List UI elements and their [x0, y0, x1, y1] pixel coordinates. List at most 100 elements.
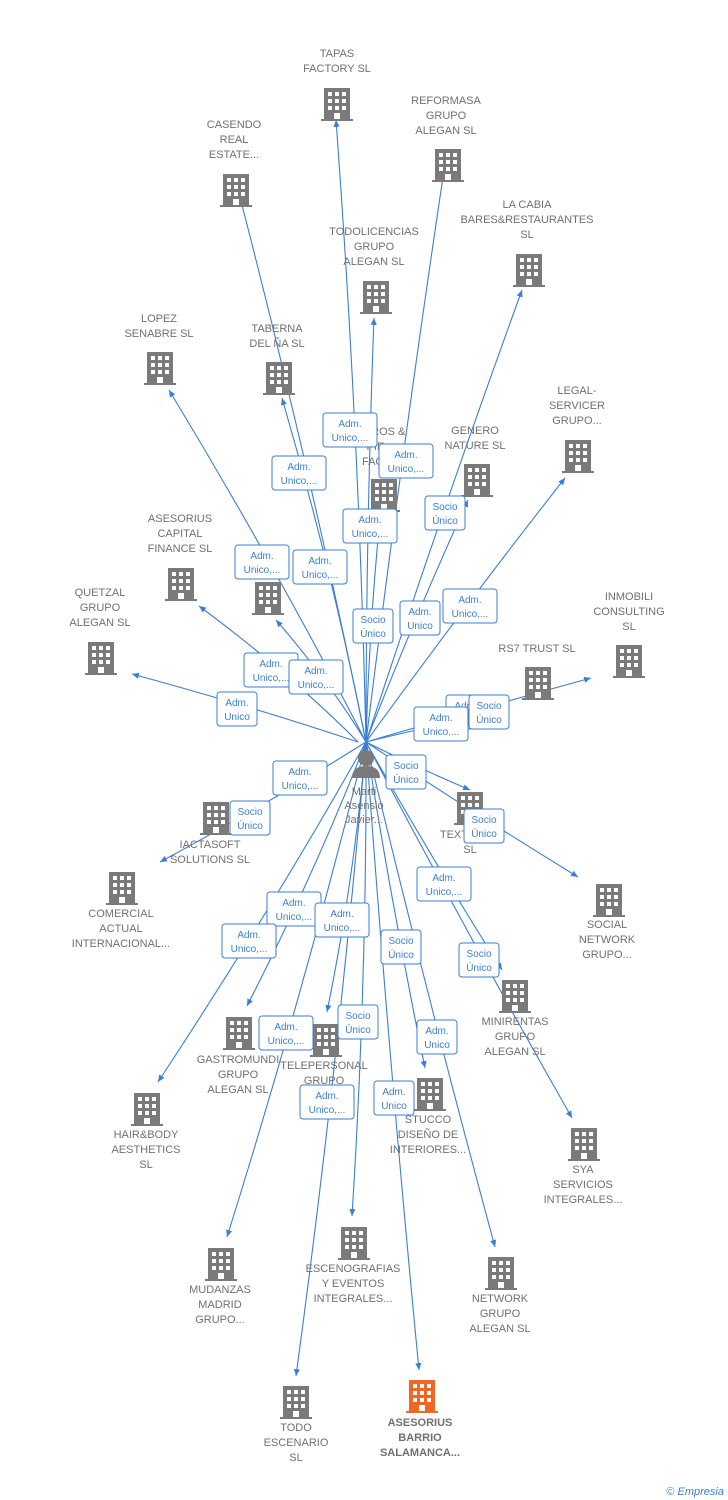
node-label-line: GRUPO: [80, 602, 121, 614]
building-icon: [220, 174, 252, 207]
center-person[interactable]: Marti Asensio Javier...: [344, 750, 384, 826]
relation-badge[interactable]: Adm.Unico,...: [442, 588, 498, 624]
relation-badge[interactable]: Adm.Unico,...: [342, 508, 398, 544]
relation-badge[interactable]: Adm.Unico,...: [288, 659, 344, 695]
building-icon: [414, 1078, 446, 1111]
relation-badge[interactable]: Adm.Unico,...: [292, 549, 348, 585]
relation-badge-text: Unico,...: [426, 887, 463, 898]
node-asesorius_bs[interactable]: ASESORIUSBARRIOSALAMANCA...: [380, 1380, 460, 1459]
relation-badge[interactable]: Adm.Unico,...: [243, 652, 299, 688]
relation-badge[interactable]: Adm. Unico,...: [416, 866, 472, 902]
relation-badge[interactable]: Adm.Unico: [399, 600, 441, 636]
relation-badge[interactable]: Adm.Unico,...: [413, 706, 469, 742]
relation-badge-text: Socio: [237, 807, 262, 818]
relation-badge[interactable]: Adm.Unico,...: [271, 455, 327, 491]
edge-todoesc: [293, 741, 367, 1377]
node-label-line: GASTROMUNDI: [197, 1054, 280, 1066]
brand-logo[interactable]: Empresia: [677, 1486, 724, 1498]
node-label-line: ASESORIUS: [148, 513, 212, 525]
relation-badge-text: Adm.: [458, 595, 481, 606]
relation-badge[interactable]: Adm.Unico,...: [234, 544, 290, 580]
relation-badge-text: Unico,...: [423, 727, 460, 738]
edge-asesorius_bs: [365, 741, 422, 1371]
relation-badge-text: Único: [471, 827, 497, 840]
node-mudanzas[interactable]: MUDANZASMADRIDGRUPO...: [189, 1248, 251, 1326]
relation-badge[interactable]: Adm.Unico: [373, 1080, 415, 1116]
relation-badge[interactable]: Adm.Unico,...: [221, 923, 277, 959]
relation-badge-text: Único: [388, 948, 414, 961]
relation-badge-text: Socio: [471, 815, 496, 826]
relation-badge-text: Unico,...: [332, 433, 369, 444]
relation-badge-text: Adm.: [432, 873, 455, 884]
node-label-line: REAL: [220, 134, 249, 146]
relation-badge-text: Unico,...: [281, 476, 318, 487]
building-icon: [165, 568, 197, 601]
node-label-line: CONSULTING: [593, 606, 664, 618]
edge-sya: [365, 741, 573, 1119]
relation-badge-text: Adm.: [250, 551, 273, 562]
node-label-line: SALAMANCA...: [380, 1447, 460, 1459]
relation-badge[interactable]: Adm.Unico: [416, 1019, 458, 1055]
node-sya[interactable]: SYASERVICIOSINTEGRALES...: [544, 1128, 623, 1206]
relation-badge[interactable]: Adm.Unico: [216, 691, 258, 727]
relation-badge[interactable]: Adm.Unico,...: [322, 412, 378, 448]
relation-badge-text: Unico,...: [253, 673, 290, 684]
node-label-line: ALEGAN SL: [469, 1323, 530, 1335]
node-legal[interactable]: LEGAL-SERVICERGRUPO...: [549, 385, 605, 473]
node-label-line: TODO: [280, 1422, 312, 1434]
node-rs7[interactable]: RS7 TRUST SL: [498, 643, 576, 700]
relation-badge-text: Adm.: [288, 767, 311, 778]
node-unnamed1[interactable]: [252, 582, 284, 615]
node-comercial[interactable]: COMERCIALACTUALINTERNACIONAL...: [72, 872, 170, 950]
node-label-line: HAIR&BODY: [114, 1129, 179, 1141]
building-icon: [106, 872, 138, 905]
node-social[interactable]: SOCIALNETWORKGRUPO...: [579, 884, 636, 961]
relation-badge-text: Adm.: [274, 1022, 297, 1033]
relation-badge[interactable]: Adm.Unico,...: [314, 902, 370, 938]
node-label-line: INTEGRALES...: [544, 1194, 623, 1206]
relation-badge[interactable]: Adm.Unico,...: [266, 891, 322, 927]
building-icon: [263, 362, 295, 395]
node-casendo[interactable]: CASENDOREALESTATE...: [207, 119, 262, 207]
building-icon: [321, 88, 353, 121]
edge-mudanzas: [226, 741, 367, 1238]
relation-badge[interactable]: Adm.Unico,...: [299, 1084, 355, 1120]
relation-badge[interactable]: Adm.Unico,...: [258, 1015, 314, 1051]
relation-badge[interactable]: Adm.Unico,...: [378, 443, 434, 479]
node-label-line: SL: [520, 229, 533, 241]
relation-badge-text: Adm.: [315, 1091, 338, 1102]
node-label-line: SL: [289, 1452, 302, 1464]
node-label-line: LA CABIA: [503, 199, 553, 211]
relation-badge[interactable]: Adm.Unico,...: [272, 760, 328, 796]
building-icon: [513, 254, 545, 287]
node-label-line: COMERCIAL: [88, 908, 153, 920]
relation-badge-text: Unico,...: [324, 923, 361, 934]
